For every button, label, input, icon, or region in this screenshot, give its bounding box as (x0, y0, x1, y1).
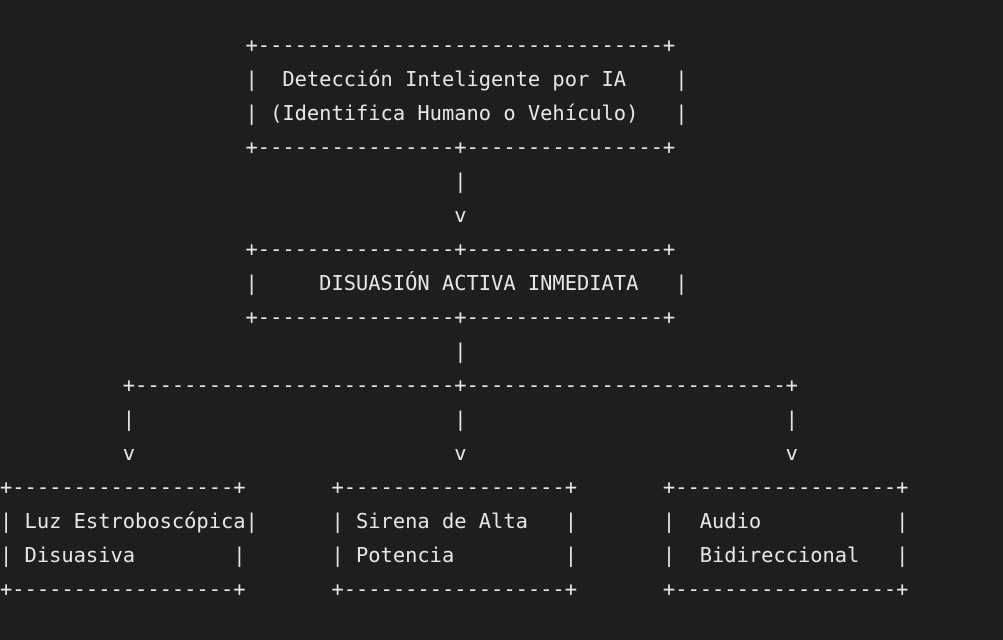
box-top-border-detection: +---------------------------------+ (0, 33, 676, 57)
deterrence-title-line: | DISUASIÓN ACTIVA INMEDIATA | (0, 271, 688, 295)
branch-arrows: v v v (0, 441, 798, 465)
branch-verticals: | | | (0, 407, 798, 431)
box-bottom-border-deterrence: +----------------+----------------+ (0, 305, 676, 329)
branch-horizontal: +--------------------------+------------… (0, 373, 798, 397)
arrow-down: v (0, 203, 467, 227)
leaf-boxes-line-1: | Luz Estroboscópica| | Sirena de Alta |… (0, 509, 909, 533)
leaf-boxes-line-2: | Disuasiva | | Potencia | | Bidireccion… (0, 543, 909, 567)
connector-vertical: | (0, 169, 467, 193)
leaf-boxes-bottom-border: +------------------+ +------------------… (0, 577, 909, 601)
connector-vertical-2: | (0, 339, 467, 363)
detection-title-line: | Detección Inteligente por IA | (0, 67, 688, 91)
box-bottom-border-detection: +----------------+----------------+ (0, 135, 676, 159)
box-top-border-deterrence: +----------------+----------------+ (0, 237, 676, 261)
detection-subtitle-line: | (Identifica Humano o Vehículo) | (0, 101, 688, 125)
leaf-boxes-top-border: +------------------+ +------------------… (0, 475, 909, 499)
